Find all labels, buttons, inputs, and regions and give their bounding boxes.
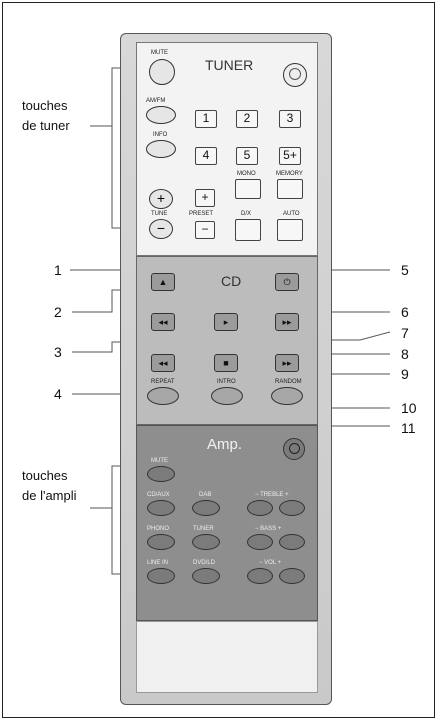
callout-9: 9 <box>401 366 409 382</box>
callout-7: 7 <box>401 325 409 341</box>
tuner-title: TUNER <box>205 57 254 73</box>
annotation-amp-line1: touches <box>22 468 68 483</box>
tuner-mute-button[interactable] <box>149 59 175 85</box>
digit-5-button[interactable]: 5 <box>236 147 258 165</box>
repeat-label: REPEAT <box>151 379 175 385</box>
tuner-mute-label: MUTE <box>151 50 168 56</box>
vol-down-button[interactable] <box>247 568 273 584</box>
callout-6: 6 <box>401 304 409 320</box>
callout-1: 1 <box>54 262 62 278</box>
callout-4: 4 <box>54 386 62 402</box>
annotation-tuner-line1: touches <box>22 98 68 113</box>
digit-5plus-button[interactable]: 5+ <box>279 147 301 165</box>
random-button[interactable] <box>271 387 303 405</box>
annotation-tuner-keys: touches de tuner <box>22 96 70 136</box>
digit-3-button[interactable]: 3 <box>279 110 301 128</box>
tune-down-button[interactable]: − <box>149 219 173 239</box>
tuner-info-label: INFO <box>153 132 168 138</box>
cd-next-button[interactable]: ▸▸ <box>275 313 299 331</box>
cd-power-button[interactable]: ⏻ <box>275 273 299 291</box>
auto-label: AUTO <box>283 211 300 217</box>
callout-10: 10 <box>401 400 417 416</box>
phono-button[interactable] <box>147 534 175 550</box>
annotation-tuner-line2: de tuner <box>22 118 70 133</box>
preset-up-button[interactable]: + <box>195 189 215 207</box>
phono-label: PHONO <box>147 526 170 532</box>
tuner-info-button[interactable] <box>146 140 176 158</box>
amp-mute-button[interactable] <box>147 466 175 482</box>
line-in-button[interactable] <box>147 568 175 584</box>
cd-stop-button[interactable]: ■ <box>214 354 238 372</box>
remote-control: TUNER MUTE AM/FM INFO 1 2 3 4 5 5+ MONO … <box>120 33 332 705</box>
dab-label: DAB <box>199 492 212 498</box>
repeat-button[interactable] <box>147 387 179 405</box>
vol-label: − VOL + <box>259 560 282 566</box>
tuner-amfm-label: AM/FM <box>146 98 166 104</box>
amp-tuner-button[interactable] <box>192 534 220 550</box>
treble-label: − TREBLE + <box>255 492 289 498</box>
treble-up-button[interactable] <box>279 500 305 516</box>
tuner-mono-button[interactable] <box>235 179 261 199</box>
cd-title: CD <box>221 273 242 289</box>
tune-up-button[interactable]: + <box>149 189 173 209</box>
cd-fastforward-button[interactable]: ▸▸ <box>275 354 299 372</box>
intro-label: INTRO <box>217 379 236 385</box>
cd-play-button[interactable]: ▸ <box>214 313 238 331</box>
annotation-amp-keys: touches de l'ampli <box>22 466 77 506</box>
tuner-memory-label: MEMORY <box>276 171 303 177</box>
cd-aux-button[interactable] <box>147 500 175 516</box>
dvd-button[interactable] <box>192 568 220 584</box>
remote-bottom-panel <box>136 621 318 693</box>
tuner-memory-button[interactable] <box>277 179 303 199</box>
cd-rewind-button[interactable]: ◂◂ <box>151 354 175 372</box>
amp-mute-label: MUTE <box>151 458 168 464</box>
amp-power-button[interactable] <box>283 438 305 460</box>
callout-5: 5 <box>401 262 409 278</box>
power-icon <box>289 443 300 454</box>
vol-up-button[interactable] <box>279 568 305 584</box>
random-label: RANDOM <box>275 379 302 385</box>
tuner-amfm-button[interactable] <box>146 106 176 124</box>
callout-11: 11 <box>401 420 416 436</box>
auto-button[interactable] <box>277 219 303 241</box>
cd-prev-button[interactable]: ◂◂ <box>151 313 175 331</box>
dx-button[interactable] <box>235 219 261 241</box>
amp-section: Amp. MUTE CD/AUX DAB − TREBLE + PHONO TU… <box>136 425 318 621</box>
cd-aux-label: CD/AUX <box>147 492 170 498</box>
tuner-mono-label: MONO <box>237 171 256 177</box>
bass-label: − BASS + <box>255 526 282 532</box>
bass-up-button[interactable] <box>279 534 305 550</box>
annotation-amp-line2: de l'ampli <box>22 488 77 503</box>
cd-eject-button[interactable]: ▲ <box>151 273 175 291</box>
callout-2: 2 <box>54 304 62 320</box>
power-icon <box>289 68 301 80</box>
preset-down-button[interactable]: − <box>195 221 215 239</box>
tune-label: TUNE <box>151 211 168 217</box>
callout-8: 8 <box>401 346 409 362</box>
digit-4-button[interactable]: 4 <box>195 147 217 165</box>
callout-3: 3 <box>54 344 62 360</box>
bass-down-button[interactable] <box>247 534 273 550</box>
dx-label: D/X <box>241 211 252 217</box>
tuner-power-button[interactable] <box>283 63 307 87</box>
tuner-section: TUNER MUTE AM/FM INFO 1 2 3 4 5 5+ MONO … <box>136 42 318 256</box>
dab-button[interactable] <box>192 500 220 516</box>
amp-title: Amp. <box>207 436 243 453</box>
line-in-label: LINE IN <box>147 560 169 566</box>
preset-label: PRESET <box>189 211 214 217</box>
intro-button[interactable] <box>211 387 243 405</box>
digit-1-button[interactable]: 1 <box>195 110 217 128</box>
cd-section: CD ▲ ⏻ ▸ ◂◂ ▸▸ ◂◂ ■ ▸▸ REPEAT INTRO RAND… <box>136 256 318 425</box>
digit-2-button[interactable]: 2 <box>236 110 258 128</box>
treble-down-button[interactable] <box>247 500 273 516</box>
dvd-label: DVD/LD <box>193 560 216 566</box>
amp-tuner-label: TUNER <box>193 526 214 532</box>
